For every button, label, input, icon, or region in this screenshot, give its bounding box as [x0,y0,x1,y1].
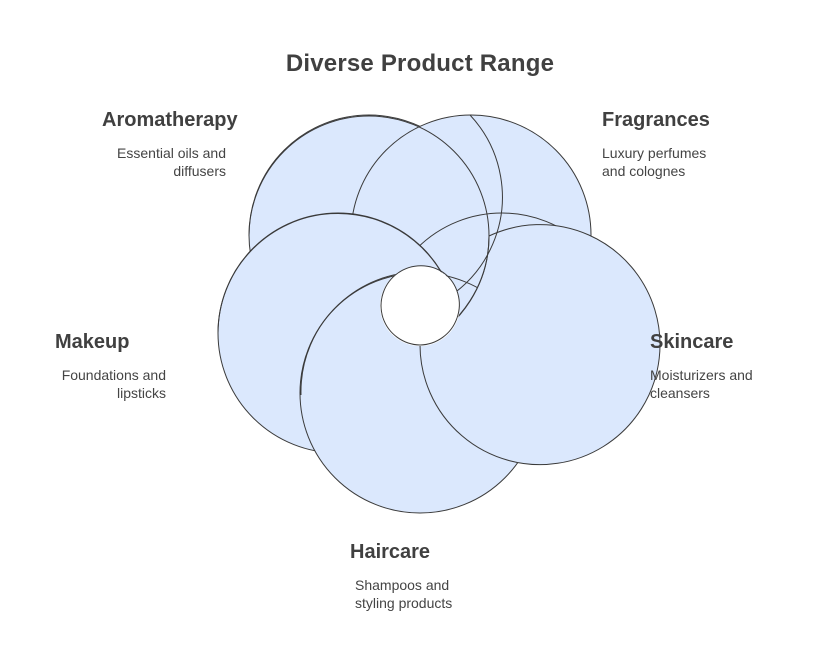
segment-desc-makeup: Foundations and lipsticks [61,367,166,401]
segment-desc-haircare: Shampoos and styling products [355,577,453,611]
segment-desc-fragrances: Luxury perfumes and colognes [602,145,707,179]
segment-label-fragrances: Fragrances [602,109,710,131]
segment-desc-aromatherapy: Essential oils and diffusers [117,145,226,179]
rosette-center [380,266,460,346]
petal-makeup-arc [217,212,458,334]
petal-group [217,114,661,514]
center-arc-5 [382,317,421,346]
petal-aromatherapy-arc [248,115,490,237]
segment-label-skincare: Skincare [650,331,734,353]
center-arc-2 [397,265,445,274]
segment-label-aromatherapy: Aromatherapy [102,109,238,131]
center-arc-3 [443,272,460,319]
segment-label-haircare: Haircare [350,541,431,563]
segment-desc-skincare: Moisturizers and cleansers [650,367,753,401]
center-arc-4 [419,317,458,346]
diagram-title: Diverse Product Range [285,50,555,77]
center-arc-1 [380,272,399,319]
segment-label-makeup: Makeup [55,331,130,353]
